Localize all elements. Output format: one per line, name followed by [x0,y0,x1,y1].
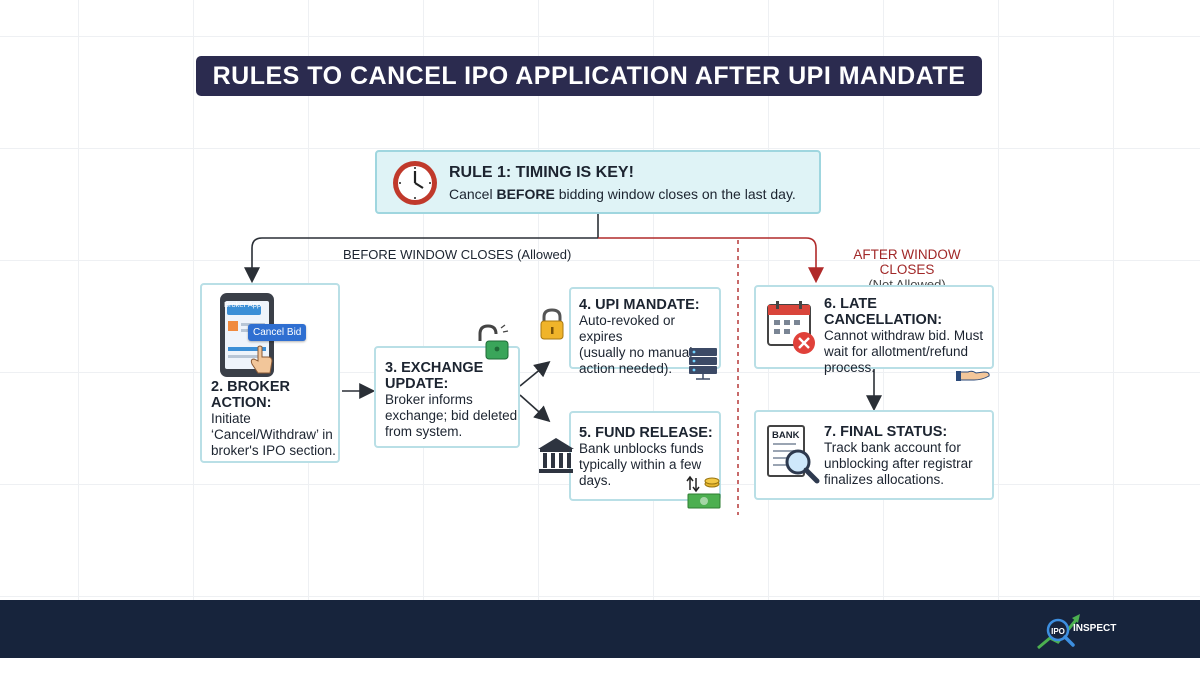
allowed-branch-arrow [244,237,598,284]
bank-statement-search-icon [767,425,820,484]
clock-icon [393,161,437,205]
broker-app-label: Broker App [224,300,262,309]
ipo-inspect-logo-icon: IPO [1037,614,1080,650]
title-banner: RULES TO CANCEL IPO APPLICATION AFTER UP… [196,56,982,96]
step7-card: BANK 7. FINAL STATUS: Track bank account… [754,410,994,500]
step6-text: 6. LATE CANCELLATION: Cannot withdraw bi… [824,296,984,375]
rule1-card: RULE 1: TIMING IS KEY! Cancel BEFORE bid… [375,150,821,214]
hand-pointer-icon [250,345,273,374]
before-window-label: BEFORE WINDOW CLOSES (Allowed) [343,247,572,262]
bank-building-icon [538,438,574,473]
step2-card: Broker App Cancel Bid 2. BROKER ACTION: … [200,283,340,463]
money-transfer-icon [686,475,721,509]
not-allowed-branch-arrow [598,237,824,284]
step4-text: 4. UPI MANDATE: Auto-revoked or expires … [579,297,700,376]
step5-text: 5. FUND RELEASE: Bank unblocks funds typ… [579,425,713,488]
page-title: RULES TO CANCEL IPO APPLICATION AFTER UP… [212,61,966,90]
unlocked-padlock-icon [478,324,509,360]
padlock-icon [540,308,564,340]
step2-text: 2. BROKER ACTION: Initiate ‘Cancel/Withd… [211,379,336,458]
step3-card: 3. EXCHANGE UPDATE: Broker informs excha… [374,346,520,448]
cancel-bid-button[interactable]: Cancel Bid [248,324,307,341]
logo-text: INSPECT [1073,623,1117,634]
logo-mark: IPO [1051,627,1065,636]
bank-label: BANK [772,430,800,441]
step7-text: 7. FINAL STATUS: Track bank account for … [824,424,973,487]
server-icon [689,348,717,380]
step3-text: 3. EXCHANGE UPDATE: Broker informs excha… [385,360,518,439]
rule1-heading: RULE 1: TIMING IS KEY! [449,164,634,181]
calendar-cancel-icon [767,301,815,354]
rule1-text: Cancel BEFORE bidding window closes on t… [449,186,796,202]
open-hand-icon [956,370,990,381]
connector-lines [244,214,882,515]
arrow-3-to-4 [519,360,551,387]
arrow-3-to-5 [519,394,551,423]
step6-card: 6. LATE CANCELLATION: Cannot withdraw bi… [754,285,994,375]
footer-bar [0,600,1200,658]
